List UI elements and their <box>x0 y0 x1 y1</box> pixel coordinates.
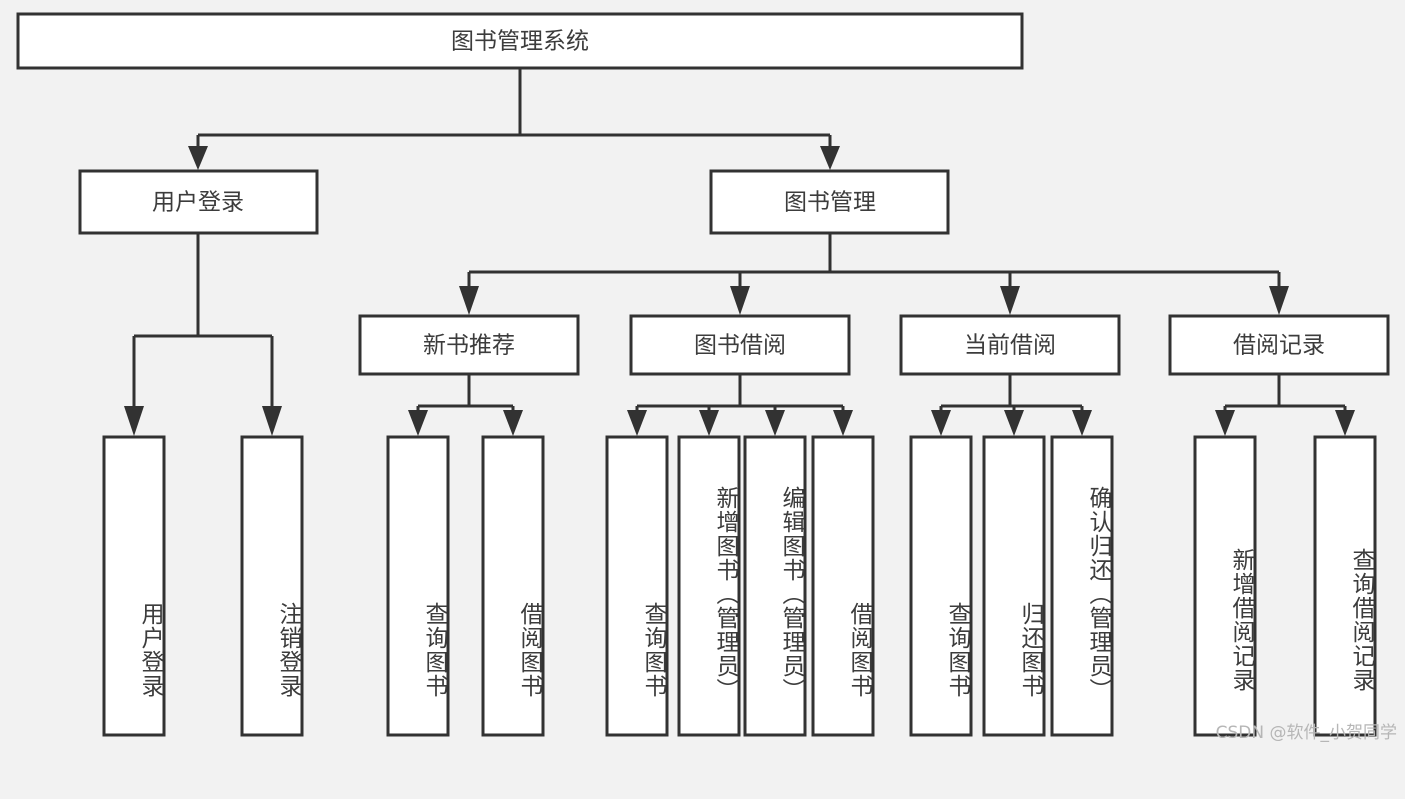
node-book-manage[interactable] <box>709 169 950 235</box>
arrow-head-leaf-edit-book <box>765 410 785 436</box>
arrow-head-leaf-query-book-cur <box>931 410 951 436</box>
node-root[interactable] <box>16 12 1024 70</box>
arrow-head-leaf-user-login <box>124 406 144 436</box>
node-book-manage-label: 图书管理 <box>784 190 876 216</box>
arrow-head-leaf-add-book <box>699 410 719 436</box>
arrow-head-leaf-query-record <box>1335 410 1355 436</box>
node-leaf-query-record[interactable] <box>1313 435 1377 737</box>
arrow-head-leaf-borrow-book-rec <box>503 410 523 436</box>
node-layer: 图书管理系统 用户登录 图书管理 新书推荐 图书借阅 当前借阅 借阅记录 <box>16 12 1390 737</box>
watermark-text: CSDN @软件_小贺同学 <box>1215 723 1397 743</box>
node-leaf-query-book-rec[interactable] <box>386 435 450 737</box>
connector-layer <box>124 68 1355 436</box>
arrow-head-book-manage <box>820 146 840 170</box>
arrow-head-current-borrow <box>1000 286 1020 315</box>
arrow-head-leaf-borrow-book <box>833 410 853 436</box>
node-leaf-logout[interactable] <box>240 435 304 737</box>
node-root-label: 图书管理系统 <box>451 29 589 55</box>
diagram-root: 图书管理系统 用户登录 图书管理 新书推荐 图书借阅 当前借阅 借阅记录 <box>16 12 1397 743</box>
node-user-login[interactable] <box>78 169 319 235</box>
node-new-book-rec[interactable] <box>358 314 580 376</box>
node-borrow-record-label: 借阅记录 <box>1233 333 1325 359</box>
node-leaf-borrow-book[interactable] <box>811 435 875 737</box>
node-borrow-record[interactable] <box>1168 314 1390 376</box>
node-user-login-label: 用户登录 <box>152 190 244 216</box>
node-new-book-rec-label: 新书推荐 <box>423 333 515 359</box>
node-leaf-add-book[interactable] <box>677 435 741 737</box>
arrow-head-new-book-rec <box>459 286 479 315</box>
arrow-head-leaf-logout <box>262 406 282 436</box>
arrow-head-borrow-record <box>1269 286 1289 315</box>
node-leaf-return-book[interactable] <box>982 435 1046 737</box>
arrow-head-leaf-confirm-return <box>1072 410 1092 436</box>
node-book-borrow[interactable] <box>629 314 851 376</box>
arrow-head-leaf-query-book-borrow <box>627 410 647 436</box>
arrow-head-leaf-add-record <box>1215 410 1235 436</box>
node-leaf-add-record[interactable] <box>1193 435 1257 737</box>
arrow-head-leaf-query-book-rec <box>408 410 428 436</box>
node-current-borrow-label: 当前借阅 <box>964 333 1056 359</box>
node-book-borrow-label: 图书借阅 <box>694 333 786 359</box>
arrow-head-leaf-return-book <box>1004 410 1024 436</box>
node-leaf-confirm-return[interactable] <box>1050 435 1114 737</box>
node-leaf-user-login[interactable] <box>102 435 166 737</box>
node-leaf-query-book-borrow[interactable] <box>605 435 669 737</box>
node-leaf-borrow-book-rec[interactable] <box>481 435 545 737</box>
arrow-head-book-borrow <box>730 286 750 315</box>
node-leaf-edit-book[interactable] <box>743 435 807 737</box>
diagram-canvas: 图书管理系统 用户登录 图书管理 新书推荐 图书借阅 当前借阅 借阅记录 <box>16 12 1390 737</box>
arrow-head-user-login <box>188 146 208 170</box>
node-leaf-query-book-cur[interactable] <box>909 435 973 737</box>
node-current-borrow[interactable] <box>899 314 1121 376</box>
